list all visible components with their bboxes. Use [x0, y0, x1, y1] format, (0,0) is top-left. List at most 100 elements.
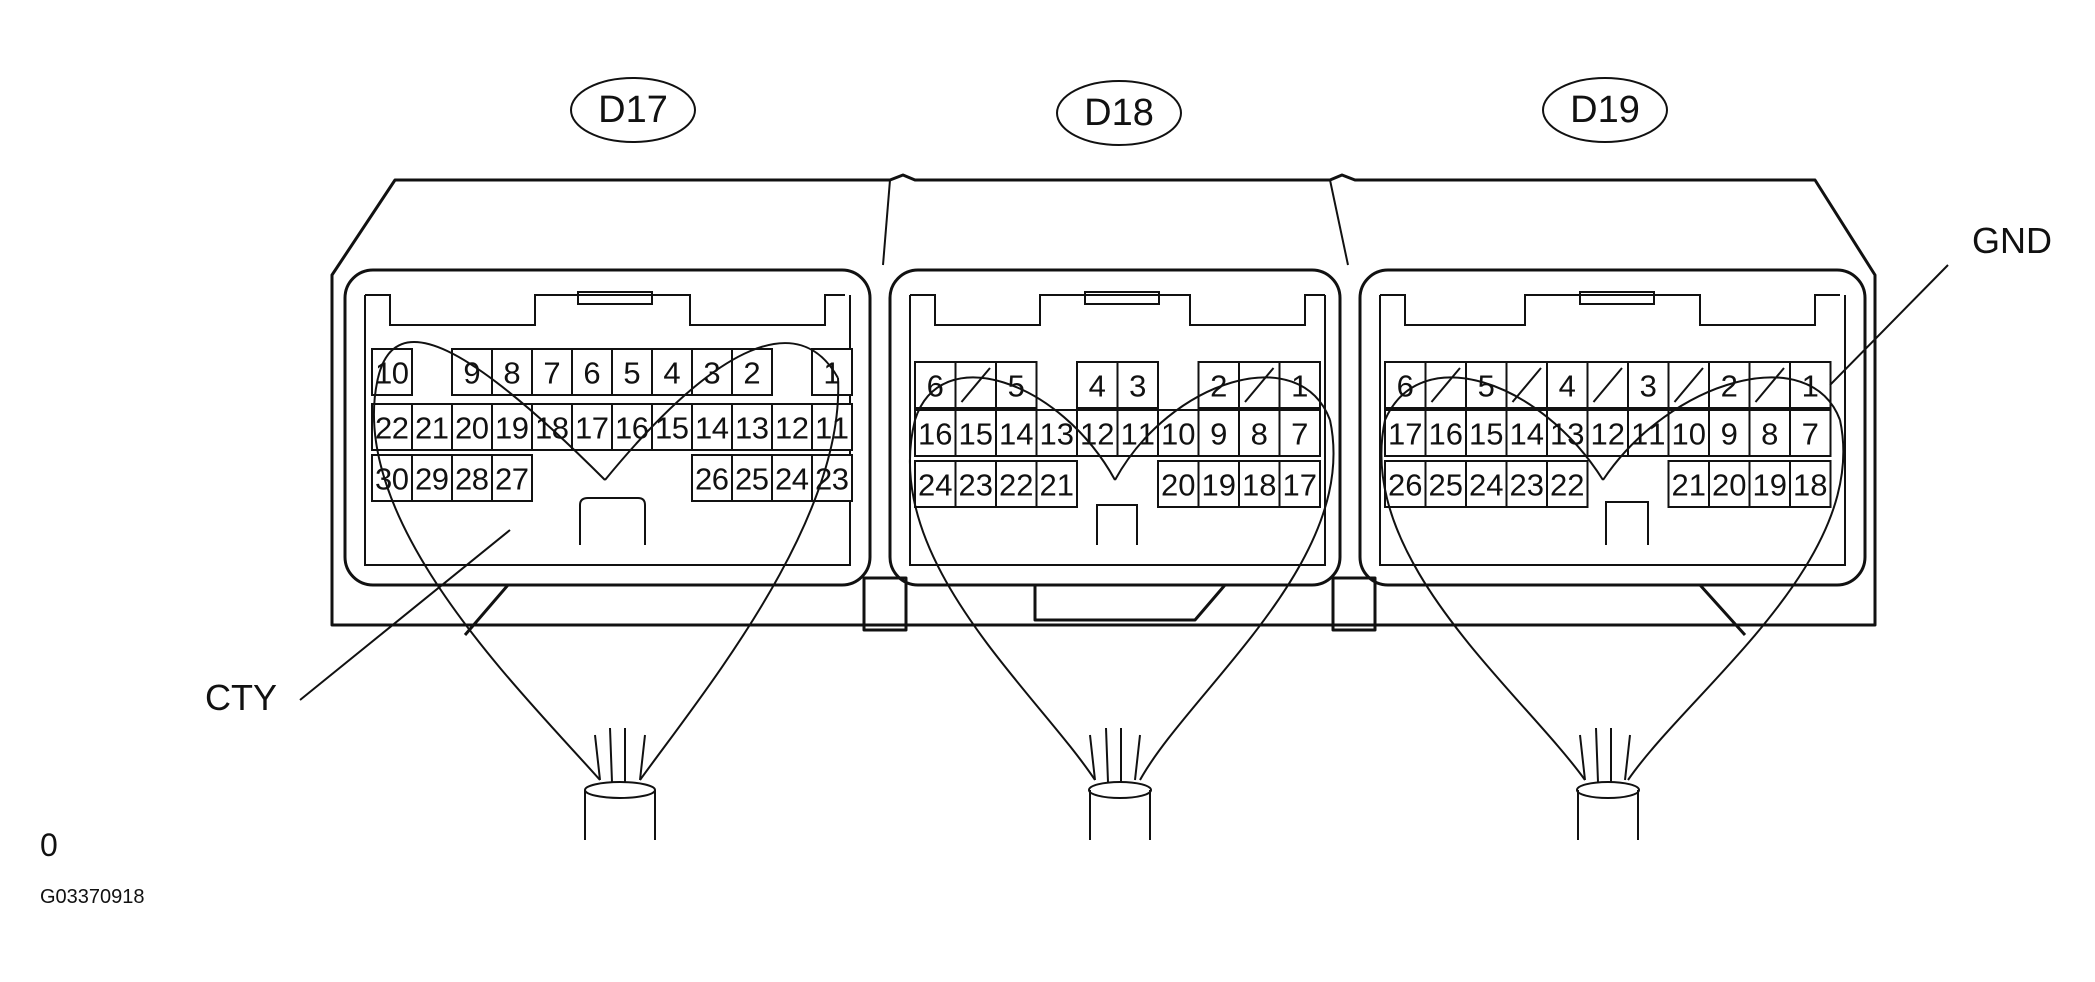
callout-cty-label: CTY — [205, 677, 277, 718]
pin-number: 17 — [1388, 417, 1423, 452]
pin-number: 16 — [1429, 417, 1464, 452]
pin-number: 12 — [775, 411, 809, 446]
pin-number: 6 — [927, 369, 944, 404]
pin-number: 4 — [1089, 369, 1106, 404]
pin-cell — [1197, 361, 1240, 409]
wire-harness-d17 — [372, 341, 840, 840]
pin-cell — [451, 348, 493, 396]
pin-cell — [1667, 409, 1710, 457]
keyway-d18 — [1096, 504, 1138, 545]
pin-cell — [1278, 460, 1321, 508]
pin-number: 3 — [1640, 369, 1657, 404]
pin-number: 17 — [575, 411, 609, 446]
pin-number: 16 — [615, 411, 649, 446]
pin-cell — [1708, 409, 1751, 457]
callout-gnd: GND — [1829, 220, 2052, 386]
pin-cell — [1505, 409, 1548, 457]
pin-number: 15 — [1469, 417, 1504, 452]
pin-number: 24 — [918, 468, 953, 503]
pin-cell — [651, 348, 693, 396]
pin-cell — [1424, 409, 1467, 457]
pin-cell — [691, 348, 733, 396]
pin-cell — [1035, 409, 1078, 457]
connector-body-d19 — [1358, 268, 1867, 587]
pin-number: 19 — [1753, 468, 1788, 503]
pin-cell — [611, 403, 653, 451]
pin-cell — [914, 361, 957, 409]
wire-harness-d19 — [1380, 376, 1845, 840]
pin-number: 20 — [1161, 468, 1196, 503]
pin-number: 22 — [1550, 468, 1585, 503]
pin-number: 21 — [415, 411, 449, 446]
pin-number: 19 — [1202, 468, 1237, 503]
pin-number: 20 — [1712, 468, 1747, 503]
connector-label-d19-text: D19 — [1570, 89, 1640, 131]
pin-cell — [1116, 361, 1159, 409]
pin-cell — [651, 403, 693, 451]
pin-number: 22 — [999, 468, 1034, 503]
pin-number: 25 — [735, 462, 769, 497]
pin-cell — [1708, 460, 1751, 508]
pin-cell — [954, 460, 997, 508]
pin-cell — [1076, 361, 1119, 409]
pin-cell — [451, 403, 493, 451]
pin-slash — [960, 367, 991, 403]
callout-cty: CTY — [205, 529, 511, 718]
pin-number: 2 — [743, 356, 760, 391]
pin-cell — [1627, 361, 1670, 409]
pin-cell — [1586, 409, 1629, 457]
pin-number: 14 — [999, 417, 1034, 452]
pin-cell — [1238, 460, 1281, 508]
pin-cell — [1789, 409, 1832, 457]
pin-number: 21 — [1672, 468, 1707, 503]
keyway-d17 — [579, 497, 646, 545]
pin-number: 15 — [655, 411, 689, 446]
pin-cell — [371, 403, 413, 451]
pin-number: 14 — [1510, 417, 1545, 452]
pin-number: 23 — [815, 462, 849, 497]
pin-number: 10 — [375, 356, 409, 391]
pin-number: 4 — [663, 356, 680, 391]
pin-number: 23 — [1510, 468, 1545, 503]
connector-label-d18-text: D18 — [1084, 92, 1154, 134]
pin-number: 7 — [1291, 417, 1308, 452]
pin-number: 9 — [1721, 417, 1738, 452]
pin-slash — [1754, 367, 1785, 403]
pin-number: 24 — [1469, 468, 1504, 503]
pin-cell — [811, 348, 853, 396]
pin-cell — [411, 454, 453, 502]
pin-number: 6 — [583, 356, 600, 391]
connector-body-d18 — [888, 268, 1342, 587]
pin-cell — [771, 403, 813, 451]
pin-cell — [1384, 409, 1427, 457]
pin-number: 8 — [503, 356, 520, 391]
connector-body-d17 — [343, 268, 872, 587]
connector-label-d17: D17 — [570, 77, 696, 143]
pin-cell — [1238, 409, 1281, 457]
pin-number: 21 — [1040, 468, 1075, 503]
pin-number: 10 — [1161, 417, 1196, 452]
pin-number: 17 — [1283, 468, 1318, 503]
connector-label-d18: D18 — [1056, 80, 1182, 146]
figure-id: G03370918 — [40, 886, 145, 908]
pin-cell — [1278, 361, 1321, 409]
pin-number: 23 — [959, 468, 994, 503]
connector-label-d17-text: D17 — [598, 89, 668, 131]
pin-number: 28 — [455, 462, 489, 497]
pin-number: 3 — [1129, 369, 1146, 404]
pin-cell — [1157, 409, 1200, 457]
pin-cell — [1157, 460, 1200, 508]
pin-number: 10 — [1672, 417, 1707, 452]
pin-slash — [1592, 367, 1623, 403]
pin-cell — [995, 460, 1038, 508]
pin-slash — [1673, 367, 1704, 403]
wire-harness-d18 — [908, 376, 1335, 840]
pin-number: 19 — [495, 411, 529, 446]
pin-number: 8 — [1761, 417, 1778, 452]
pin-number: 15 — [959, 417, 994, 452]
pin-number: 14 — [695, 411, 729, 446]
